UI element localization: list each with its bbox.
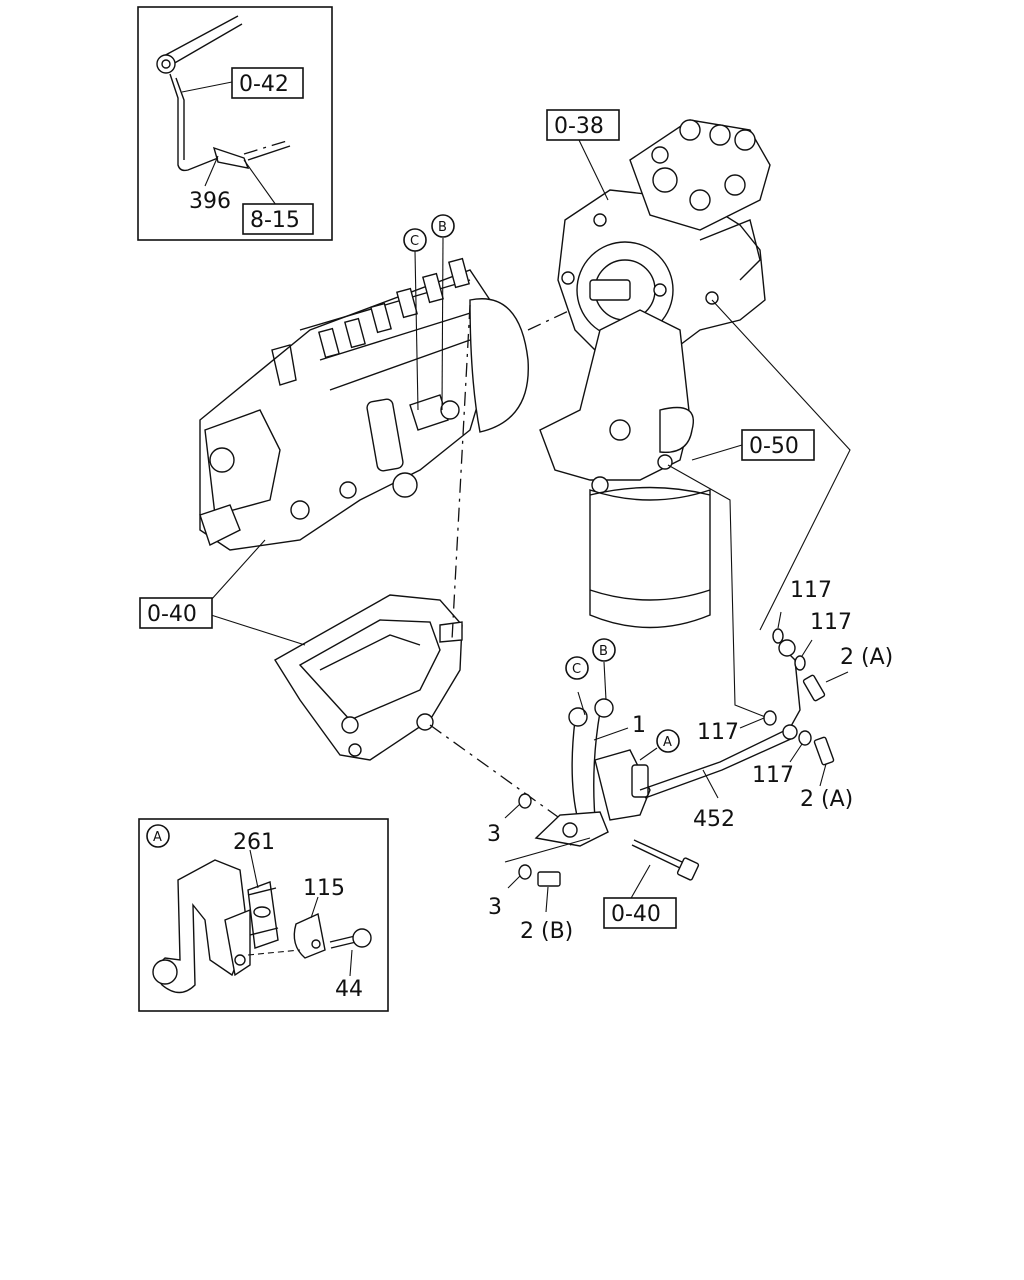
marker-c-pipe: C bbox=[572, 662, 581, 677]
alignment-line-bracket bbox=[451, 304, 471, 641]
leader-3-lower bbox=[507, 875, 521, 889]
marker-a-pipe: A bbox=[663, 735, 672, 750]
part-label-115: 115 bbox=[303, 876, 345, 901]
part-label-117-c: 117 bbox=[697, 720, 739, 745]
injector-outlets bbox=[318, 257, 470, 359]
marker-b-pipe: B bbox=[599, 644, 608, 659]
marker-b-top: B bbox=[438, 220, 447, 235]
leader-0-40-bottom bbox=[629, 864, 651, 901]
leader-2a-1 bbox=[825, 671, 849, 683]
air-compressor bbox=[557, 119, 771, 366]
leader-0-38 bbox=[577, 137, 609, 201]
part-label-2a-lower: 2 (A) bbox=[800, 787, 853, 812]
long-bolt bbox=[631, 839, 700, 881]
leader-117-a bbox=[777, 611, 782, 629]
ref-label-0-42: 0-42 bbox=[239, 72, 289, 97]
pipe-compressor-line bbox=[711, 299, 851, 631]
leader-2b bbox=[545, 886, 549, 913]
right-fittings bbox=[763, 628, 835, 766]
part-label-3-upper: 3 bbox=[487, 822, 501, 847]
inset-detail-a: A 261 115 44 bbox=[138, 818, 389, 1012]
part-label-261: 261 bbox=[233, 830, 275, 855]
marker-c-top: C bbox=[410, 234, 419, 249]
ref-label-0-40-left: 0-40 bbox=[147, 602, 197, 627]
fuel-pipe-assembly bbox=[504, 639, 801, 863]
leader-0-40-bracket bbox=[210, 614, 306, 646]
fuel-filter bbox=[539, 309, 711, 629]
leader-0-40-pump bbox=[210, 539, 266, 601]
part-label-117-d: 117 bbox=[752, 763, 794, 788]
ref-label-0-50: 0-50 bbox=[749, 434, 799, 459]
leader-marker-b bbox=[603, 661, 607, 701]
part-label-117-b: 117 bbox=[810, 610, 852, 635]
injection-pump bbox=[199, 257, 529, 551]
leader-2a-2 bbox=[819, 763, 827, 787]
ref-label-8-15: 8-15 bbox=[250, 208, 300, 233]
part-label-44: 44 bbox=[335, 977, 363, 1002]
pump-bracket bbox=[274, 594, 463, 761]
alignment-line-bolt bbox=[429, 724, 566, 823]
part-label-117-a: 117 bbox=[790, 578, 832, 603]
bolt-2b bbox=[537, 871, 561, 887]
washer-3-upper bbox=[518, 793, 532, 809]
part-label-2a-upper: 2 (A) bbox=[840, 645, 893, 670]
leader-452 bbox=[702, 769, 719, 799]
part-label-452: 452 bbox=[693, 807, 735, 832]
part-label-3-lower: 3 bbox=[488, 895, 502, 920]
marker-a-inset: A bbox=[153, 830, 162, 845]
leader-part-1 bbox=[593, 727, 629, 741]
leader-117-c bbox=[739, 717, 765, 729]
leader-3-upper bbox=[504, 803, 521, 819]
leader-117-d bbox=[789, 743, 803, 763]
leader-0-50 bbox=[691, 444, 743, 461]
part-label-396: 396 bbox=[189, 189, 231, 214]
leader-marker-c-top bbox=[414, 250, 419, 411]
ref-label-0-40-bottom: 0-40 bbox=[611, 902, 661, 927]
leader-marker-c bbox=[577, 691, 586, 716]
part-label-2b: 2 (B) bbox=[520, 919, 573, 944]
inset-pipe-detail: 0-42 396 8-15 bbox=[137, 6, 333, 241]
washer-3-lower bbox=[518, 864, 532, 880]
leader-marker-b-top bbox=[441, 237, 444, 411]
pipe-filter-line bbox=[667, 464, 769, 719]
leader-117-b bbox=[801, 639, 813, 657]
ref-label-0-38: 0-38 bbox=[554, 114, 604, 139]
leader-marker-a bbox=[639, 747, 658, 761]
part-label-1: 1 bbox=[632, 713, 646, 738]
